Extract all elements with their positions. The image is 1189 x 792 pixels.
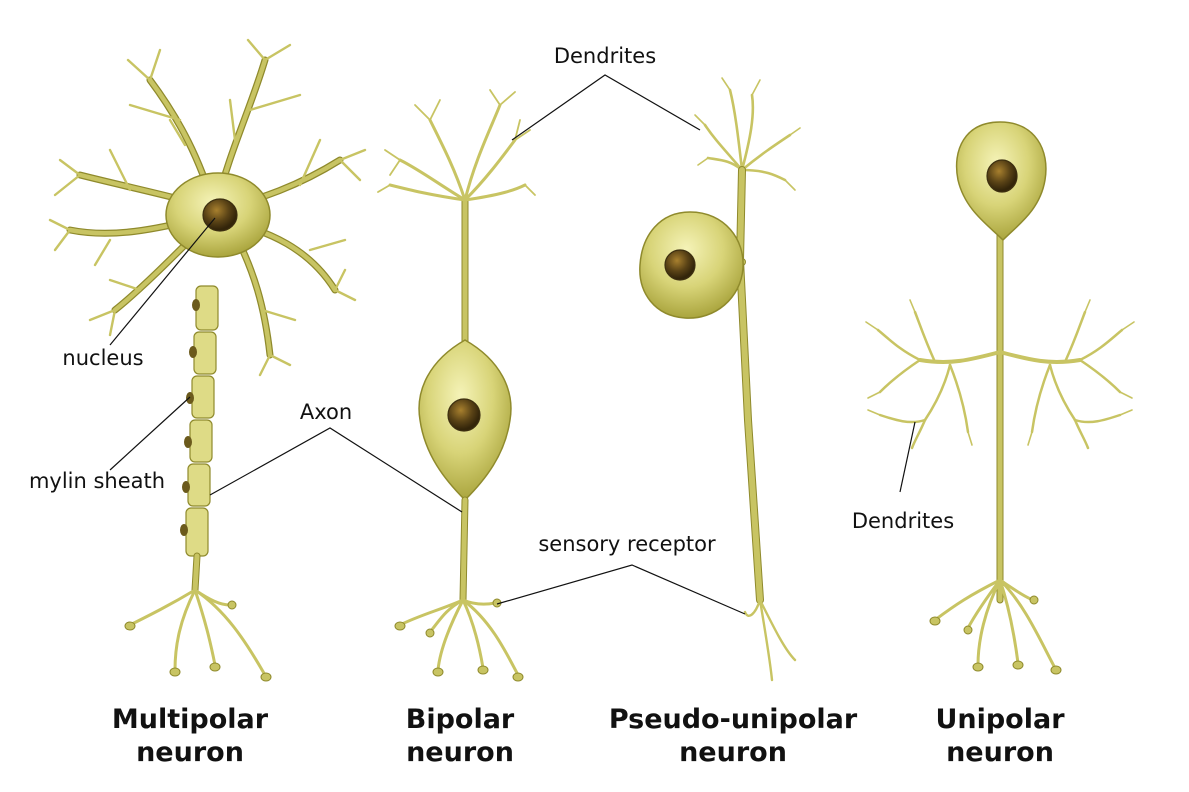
multipolar-neuron: [48, 38, 367, 682]
title-bipolar-line2: neuron: [406, 737, 514, 768]
leader-dendrites-top: [511, 74, 701, 141]
multipolar-myelin-sheath: [180, 285, 219, 557]
leader-nucleus: [109, 217, 216, 346]
bipolar-axon: [394, 496, 524, 682]
leader-dendrites-right: [899, 421, 916, 493]
leader-sensory-receptor: [496, 564, 746, 615]
label-axon: Axon: [300, 400, 352, 424]
pseudo-unipolar-receptor-endings: [743, 598, 797, 682]
bipolar-neuron: [377, 89, 536, 682]
title-bipolar-line1: Bipolar: [406, 704, 515, 735]
bipolar-dendrites: [377, 89, 536, 384]
leader-mylin-sheath: [109, 396, 191, 471]
multipolar-axon-terminals: [124, 552, 272, 682]
unipolar-nucleus: [986, 159, 1018, 193]
pseudo-unipolar-dendrites: [694, 77, 801, 191]
title-pseudo-unipolar-line1: Pseudo-unipolar: [609, 704, 858, 735]
unipolar-dendrites: [865, 299, 1135, 450]
label-dendrites-right: Dendrites: [852, 509, 954, 533]
leader-axon: [209, 427, 463, 513]
neuron-titles: Multipolar neuron Bipolar neuron Pseudo-…: [112, 704, 1065, 768]
label-mylin-sheath: mylin sheath: [29, 469, 165, 493]
label-sensory-receptor: sensory receptor: [538, 532, 716, 556]
unipolar-neuron: [865, 121, 1135, 675]
pseudo-unipolar-nucleus: [664, 249, 696, 281]
title-unipolar-line2: neuron: [946, 737, 1054, 768]
title-pseudo-unipolar-line2: neuron: [679, 737, 787, 768]
label-dendrites-top: Dendrites: [554, 44, 656, 68]
unipolar-axon-terminals: [929, 578, 1062, 675]
title-multipolar-line1: Multipolar: [112, 704, 269, 735]
leader-lines: [109, 74, 916, 615]
pseudo-unipolar-neuron: [639, 77, 801, 682]
title-unipolar-line1: Unipolar: [935, 704, 1065, 735]
bipolar-nucleus: [447, 398, 481, 432]
title-multipolar-line2: neuron: [136, 737, 244, 768]
label-nucleus: nucleus: [62, 346, 143, 370]
